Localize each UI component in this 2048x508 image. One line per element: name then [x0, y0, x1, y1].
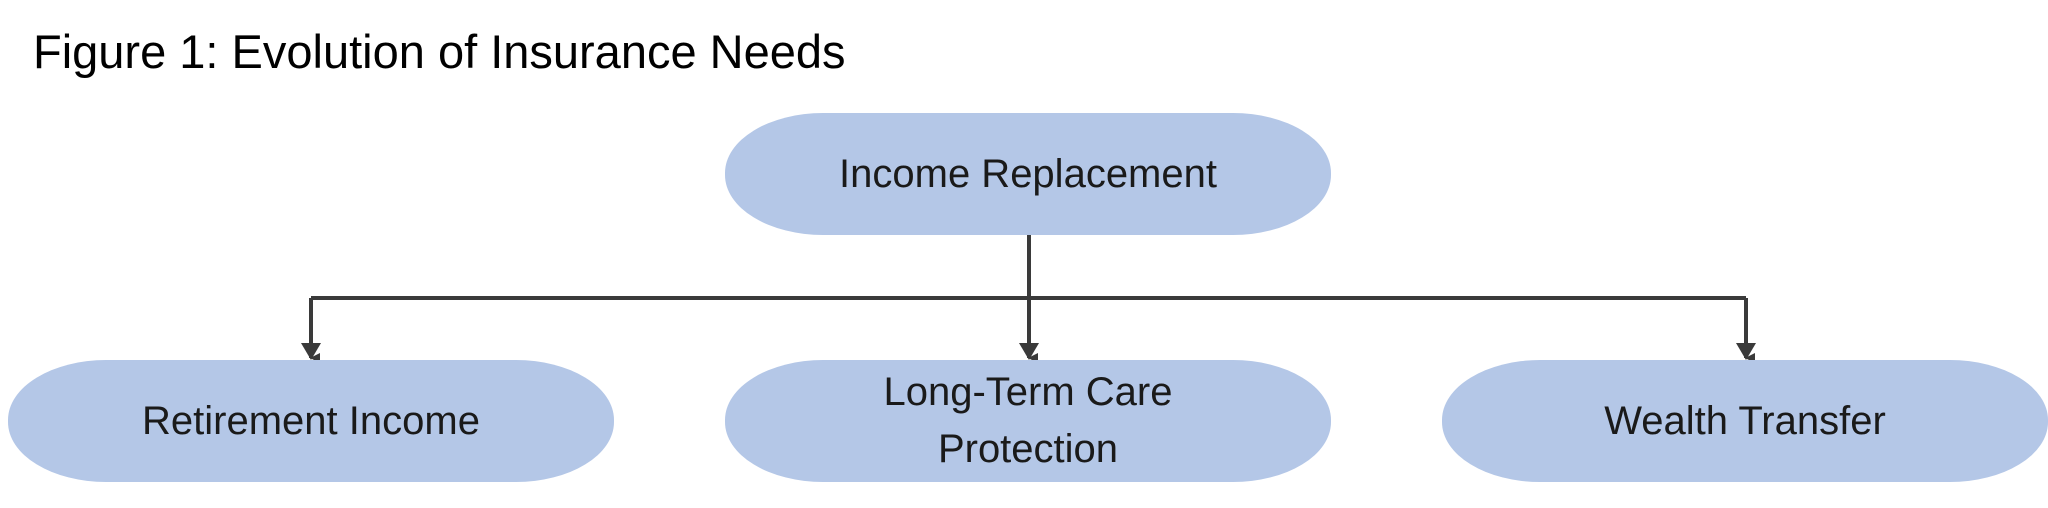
node-wealth-transfer: Wealth Transfer [1442, 360, 2048, 482]
node-label: Long-Term Care Protection [883, 370, 1173, 471]
figure-title: Figure 1: Evolution of Insurance Needs [33, 25, 846, 78]
arrowhead-long-term-care [1019, 343, 1039, 360]
node-label: Wealth Transfer [1604, 398, 1886, 443]
node-label: Income Replacement [839, 151, 1217, 196]
node-income-replacement: Income Replacement [725, 113, 1331, 235]
arrowhead-retirement-income [301, 343, 321, 360]
node-retirement-income: Retirement Income [8, 360, 614, 482]
node-long-term-care-protection: Long-Term Care Protection [725, 360, 1331, 482]
arrowhead-wealth-transfer [1736, 343, 1756, 360]
node-label: Retirement Income [142, 398, 480, 443]
